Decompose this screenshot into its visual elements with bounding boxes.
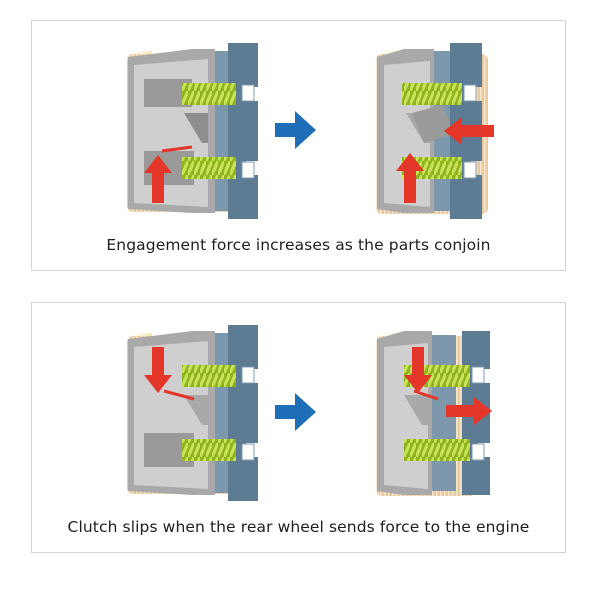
spring-icon — [182, 439, 236, 461]
force-arrow-icon — [144, 347, 172, 393]
force-arrow-icon — [446, 397, 492, 425]
force-arrow-icon — [144, 155, 172, 203]
slip-caption: Clutch slips when the rear wheel sends f… — [67, 518, 530, 536]
engagement-panel: Engagement force increases as the parts … — [31, 20, 566, 271]
spring-icon — [182, 83, 236, 105]
force-arrow-icon — [404, 347, 432, 393]
spring-icon — [182, 157, 236, 179]
clutch-before — [124, 43, 258, 219]
transition-arrow-icon — [275, 111, 316, 149]
slip-panel: Clutch slips when the rear wheel sends f… — [31, 302, 566, 553]
engagement-caption: Engagement force increases as the parts … — [106, 236, 491, 254]
spring-icon — [404, 439, 470, 461]
spring-icon — [182, 365, 236, 387]
clutch-after-slip — [372, 331, 492, 496]
spring-icon — [402, 83, 462, 105]
force-arrow-icon — [396, 153, 424, 203]
clutch-after — [372, 43, 494, 219]
clutch-before-slip — [124, 325, 258, 501]
engagement-diagram — [124, 43, 494, 219]
transition-arrow-icon — [275, 393, 316, 431]
force-arrow-icon — [444, 117, 494, 145]
slip-diagram — [124, 325, 492, 501]
